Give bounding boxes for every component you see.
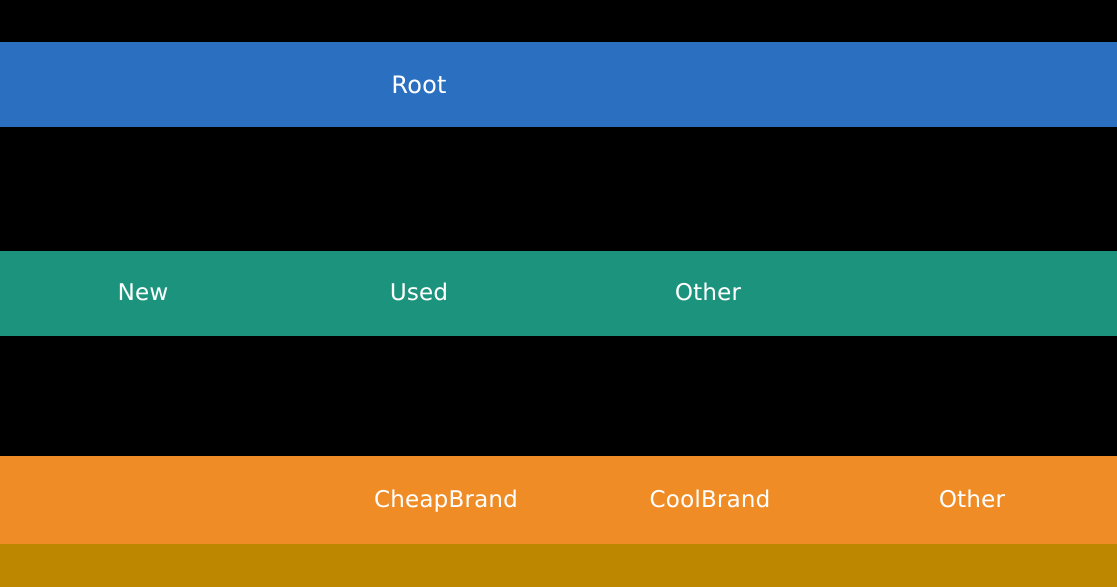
icicle-segment[interactable] — [318, 42, 420, 127]
icicle-segment[interactable] — [0, 251, 44, 336]
icicle-level-leaf-level — [0, 544, 1117, 587]
icicle-segment[interactable] — [0, 42, 318, 127]
icicle-segment[interactable] — [0, 544, 1117, 587]
icicle-segment[interactable] — [0, 456, 345, 544]
icicle-segment[interactable] — [608, 251, 809, 336]
icicle-segment[interactable] — [520, 251, 608, 336]
icicle-segment[interactable] — [545, 456, 608, 544]
icicle-segment[interactable] — [809, 251, 1117, 336]
icicle-segment[interactable] — [520, 42, 1117, 127]
icicle-segment[interactable] — [808, 456, 871, 544]
icicle-segment[interactable] — [871, 456, 970, 544]
icicle-segment[interactable] — [420, 251, 520, 336]
icicle-segment[interactable] — [970, 456, 1117, 544]
icicle-segment[interactable] — [245, 251, 318, 336]
icicle-segment[interactable] — [345, 456, 545, 544]
icicle-segment[interactable] — [608, 456, 808, 544]
icicle-segment[interactable] — [318, 251, 420, 336]
icicle-level-root-level: Root — [0, 42, 1117, 127]
icicle-segment[interactable] — [44, 251, 245, 336]
icicle-segment[interactable] — [420, 42, 520, 127]
